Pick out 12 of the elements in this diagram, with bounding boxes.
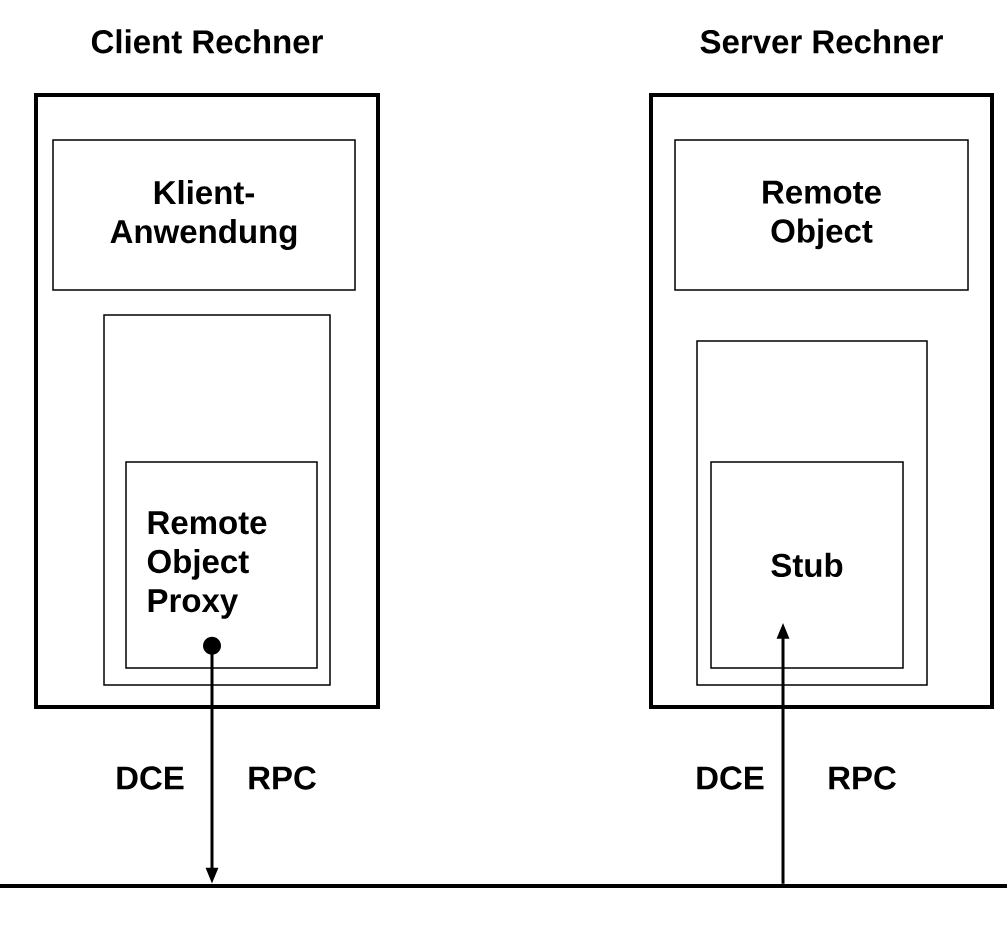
component-box: Remote Object bbox=[674, 139, 969, 291]
layer-box bbox=[696, 340, 928, 686]
component-box: Remote Object Proxy bbox=[125, 461, 318, 669]
protocol-label: DCE bbox=[117, 766, 184, 790]
component-box: Stub bbox=[710, 461, 904, 669]
node-label: Client Rechner bbox=[91, 29, 323, 54]
protocol-label: RPC bbox=[829, 766, 896, 790]
node-label: Server Rechner bbox=[700, 29, 943, 54]
protocol-label: RPC bbox=[249, 766, 316, 790]
layer-box bbox=[103, 314, 331, 686]
protocol-label: DCE bbox=[697, 766, 764, 790]
component-box: Klient- Anwendung bbox=[52, 139, 356, 291]
